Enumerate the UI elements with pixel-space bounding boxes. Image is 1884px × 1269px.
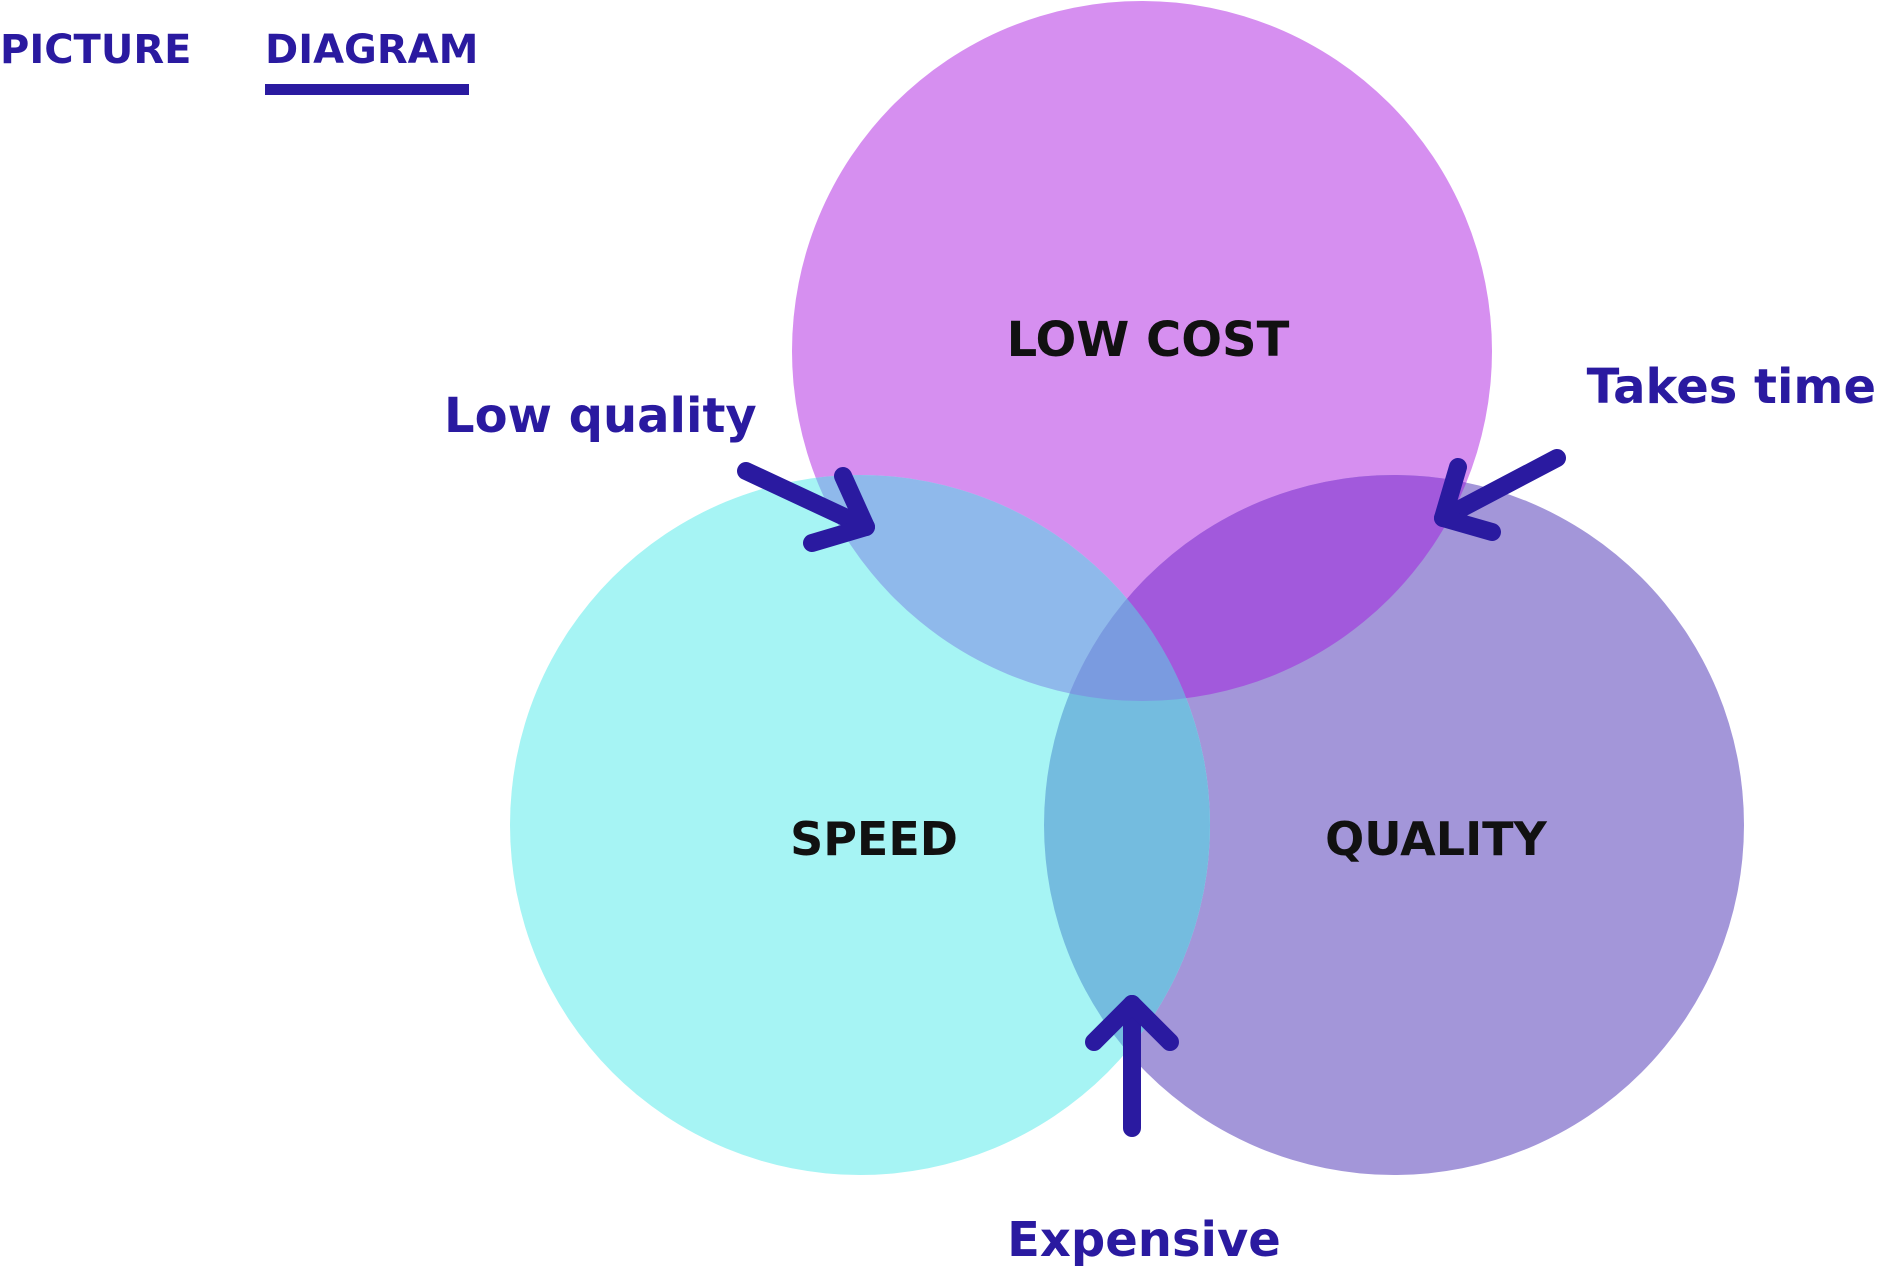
expensive-arrow [1085,995,1179,1137]
tab-diagram[interactable]: DIAGRAM [265,27,479,73]
quality-label: QUALITY [1325,812,1547,866]
low-quality-arrow [737,462,875,552]
takes-time-annotation: Takes time [1587,359,1876,415]
active-tab-underline [265,84,469,95]
view-tabs: PICTURE DIAGRAM [0,22,520,102]
expensive-annotation: Expensive [1007,1212,1281,1268]
tab-picture[interactable]: PICTURE [0,27,192,73]
low-cost-label: LOW COST [1007,312,1290,368]
speed-label: SPEED [790,812,958,866]
speed-low-cost-overlap [792,475,1210,701]
low-quality-annotation: Low quality [444,388,757,444]
takes-time-arrow [1434,449,1566,541]
low-cost-quality-overlap [1044,475,1492,701]
